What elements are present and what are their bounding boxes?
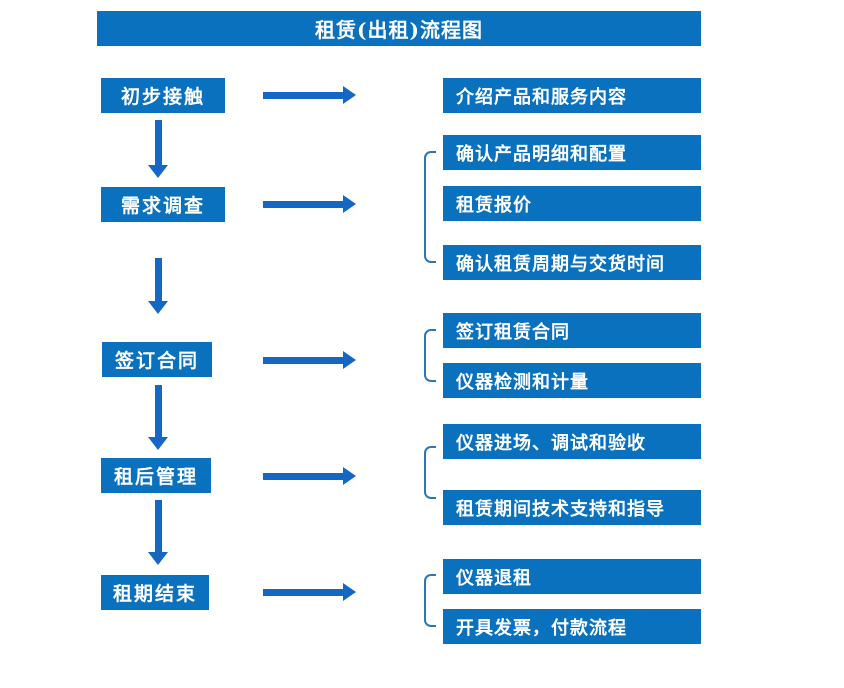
arrow-head: [343, 195, 356, 213]
group-bracket: [424, 151, 436, 263]
arrow-shaft: [263, 357, 344, 364]
step-box-post-rental-management: 租后管理: [101, 458, 211, 493]
arrow-shaft: [263, 473, 344, 480]
down-arrow-icon: [148, 385, 169, 450]
arrow-shaft: [155, 258, 162, 301]
step-box-rental-end: 租期结束: [101, 575, 209, 610]
arrow-head: [148, 165, 168, 178]
detail-box-instrument-entry-acceptance: 仪器进场、调试和验收: [443, 424, 701, 459]
detail-box-technical-support: 租赁期间技术支持和指导: [443, 490, 701, 525]
right-arrow-icon: [263, 195, 356, 213]
detail-box-sign-rental-contract: 签订租赁合同: [443, 313, 701, 348]
group-bracket: [424, 574, 436, 627]
step-box-sign-contract: 签订合同: [102, 342, 212, 377]
arrow-shaft: [263, 589, 344, 596]
arrow-head: [343, 583, 356, 601]
detail-box-introduce-products: 介绍产品和服务内容: [443, 78, 701, 113]
group-bracket: [424, 329, 436, 382]
step-box-demand-survey: 需求调查: [101, 187, 225, 222]
down-arrow-icon: [148, 500, 169, 565]
right-arrow-icon: [263, 467, 356, 485]
arrow-head: [343, 467, 356, 485]
arrow-shaft: [155, 120, 162, 165]
right-arrow-icon: [263, 583, 356, 601]
detail-box-confirm-period-delivery: 确认租赁周期与交货时间: [443, 245, 701, 280]
arrow-head: [343, 86, 356, 104]
group-bracket: [424, 446, 436, 499]
detail-box-instrument-return: 仪器退租: [443, 559, 701, 594]
arrow-shaft: [263, 92, 344, 99]
detail-box-rental-quote: 租赁报价: [443, 186, 701, 221]
arrow-shaft: [155, 385, 162, 437]
arrow-shaft: [263, 201, 344, 208]
right-arrow-icon: [263, 86, 356, 104]
detail-box-confirm-product-config: 确认产品明细和配置: [443, 135, 701, 170]
step-box-initial-contact: 初步接触: [101, 78, 225, 113]
arrow-head: [343, 351, 356, 369]
detail-box-invoice-payment: 开具发票，付款流程: [443, 609, 701, 644]
right-arrow-icon: [263, 351, 356, 369]
arrow-shaft: [155, 500, 162, 552]
arrow-head: [148, 301, 168, 314]
flowchart-title: 租赁(出租)流程图: [97, 11, 701, 46]
down-arrow-icon: [148, 120, 169, 178]
arrow-head: [148, 552, 168, 565]
detail-box-instrument-testing: 仪器检测和计量: [443, 363, 701, 398]
arrow-head: [148, 437, 168, 450]
down-arrow-icon: [148, 258, 169, 314]
